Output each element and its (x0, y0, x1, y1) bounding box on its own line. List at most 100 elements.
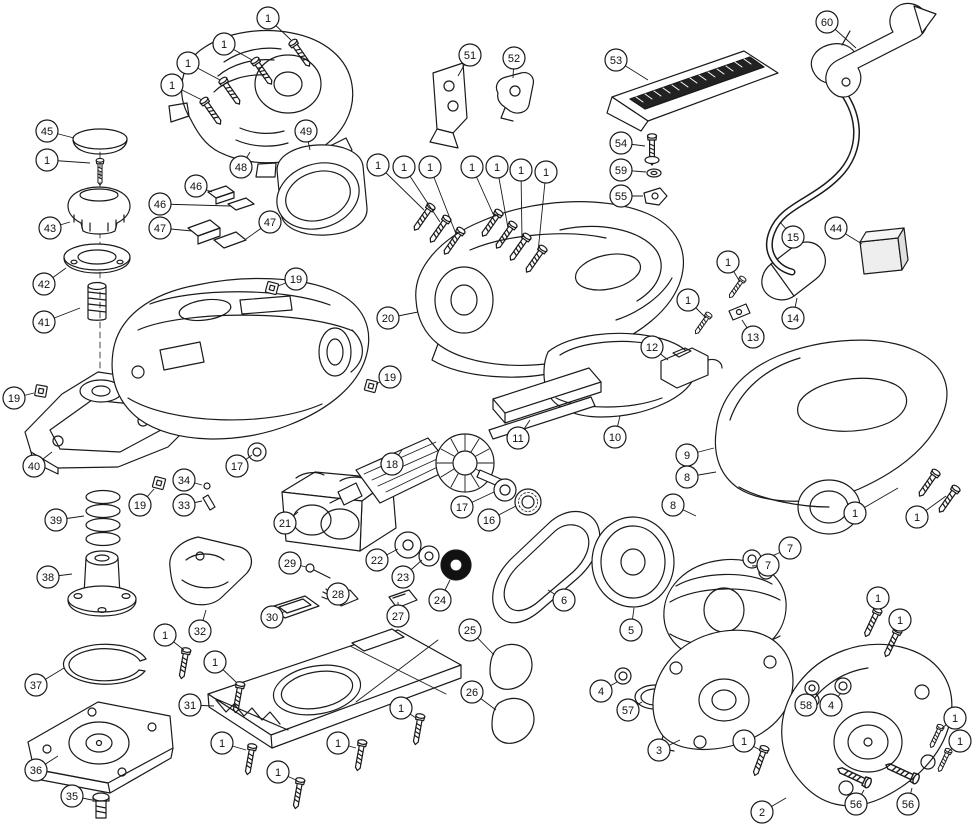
callout-47: 47 (148, 216, 193, 240)
callout-8: 8 (661, 493, 697, 517)
callout-1: 1 (256, 6, 292, 41)
callout-balloon (294, 119, 318, 143)
callout-36: 36 (24, 755, 59, 782)
callout-balloon (640, 335, 664, 359)
callout-7: 7 (771, 536, 802, 560)
callout-1: 1 (947, 729, 972, 753)
callout-number: 25 (464, 625, 476, 637)
callout-number: 26 (466, 687, 478, 699)
callout-4: 4 (819, 692, 843, 717)
callout-1: 1 (210, 731, 247, 755)
callout-35: 35 (60, 784, 93, 808)
callout-number: 2 (759, 807, 765, 819)
callout-balloon (506, 426, 530, 450)
callout-balloon (44, 508, 68, 532)
part-spring (85, 489, 121, 547)
callout-number: 51 (464, 50, 476, 62)
callout-number: 1 (169, 80, 175, 92)
part-clamp-52 (495, 72, 534, 122)
callout-number: 1 (275, 767, 281, 779)
callout-balloon (716, 250, 740, 274)
part-main-housing (111, 277, 370, 440)
callout-balloon (389, 696, 413, 720)
callout-balloon (509, 158, 533, 182)
callout-46: 46 (184, 174, 213, 198)
callout-balloon (943, 706, 967, 730)
callout-number: 57 (622, 705, 634, 717)
callout-balloon (418, 155, 442, 179)
callout-14: 14 (781, 297, 805, 330)
callout-number: 1 (957, 736, 963, 748)
callout-number: 1 (875, 593, 881, 605)
callout-balloon (450, 495, 474, 519)
callout-1: 1 (509, 158, 533, 241)
part-center-bolt (92, 792, 110, 819)
callout-1: 1 (389, 696, 417, 720)
callout-number: 1 (212, 657, 218, 669)
callout-53: 53 (604, 48, 649, 81)
callout-51: 51 (457, 43, 482, 77)
callout-1: 1 (866, 586, 890, 611)
callout-number: 1 (162, 630, 168, 642)
callout-balloon (260, 605, 284, 629)
callout-1: 1 (366, 153, 425, 211)
callout-number: 3 (656, 745, 662, 757)
callout-balloon (22, 454, 46, 478)
part-knob (67, 186, 131, 235)
callout-1: 1 (843, 487, 899, 525)
callout-balloon (212, 32, 236, 56)
callout-balloon (35, 148, 59, 172)
callout-27: 27 (386, 602, 410, 628)
callout-balloon (756, 553, 780, 577)
callout-balloon (172, 493, 196, 517)
callout-number: 1 (852, 508, 858, 520)
callout-balloon (188, 619, 212, 643)
callout-number: 9 (684, 450, 690, 462)
callout-balloon (502, 46, 526, 70)
callout-number: 47 (264, 217, 276, 229)
callout-46: 46 (148, 192, 231, 216)
callout-balloon (392, 155, 416, 179)
callout-balloon (32, 272, 56, 296)
callout-40: 40 (22, 451, 53, 478)
callout-number: 23 (397, 572, 409, 584)
callout-5: 5 (619, 607, 643, 642)
callout-balloon (815, 10, 839, 34)
callout-number: 59 (615, 165, 627, 177)
callout-number: 17 (231, 461, 243, 473)
callout-31: 31 (178, 693, 215, 717)
part-handle-housing (714, 339, 948, 535)
callout-1: 1 (160, 73, 203, 101)
part-pin-set (202, 482, 216, 511)
callout-number: 36 (30, 765, 42, 777)
callout-balloon (258, 210, 282, 234)
callout-number: 37 (30, 680, 42, 692)
callout-number: 48 (235, 162, 247, 174)
callout-23: 23 (391, 559, 423, 589)
callout-20: 20 (376, 306, 419, 330)
part-outer-cover (781, 643, 953, 807)
callout-number: 8 (684, 472, 690, 484)
callout-1: 1 (460, 155, 495, 217)
callout-number: 1 (897, 615, 903, 627)
callout-29: 29 (278, 551, 307, 575)
callout-7: 7 (751, 553, 780, 577)
callout-balloon (843, 501, 867, 525)
callout-number: 18 (386, 459, 398, 471)
callout-balloon (676, 288, 700, 312)
callout-leader-line (429, 166, 457, 235)
callout-1: 1 (905, 495, 947, 529)
callout-2: 2 (750, 797, 787, 824)
callout-47: 47 (245, 210, 282, 240)
callout-56: 56 (844, 789, 868, 816)
callout-number: 28 (332, 589, 344, 601)
callout-number: 43 (44, 223, 56, 235)
callout-number: 44 (830, 223, 842, 235)
callout-number: 1 (44, 155, 50, 167)
callout-balloon (176, 51, 200, 75)
callout-balloon (32, 310, 56, 334)
callout-number: 41 (38, 317, 50, 329)
callout-balloon (604, 48, 628, 72)
callout-balloon (38, 216, 62, 240)
